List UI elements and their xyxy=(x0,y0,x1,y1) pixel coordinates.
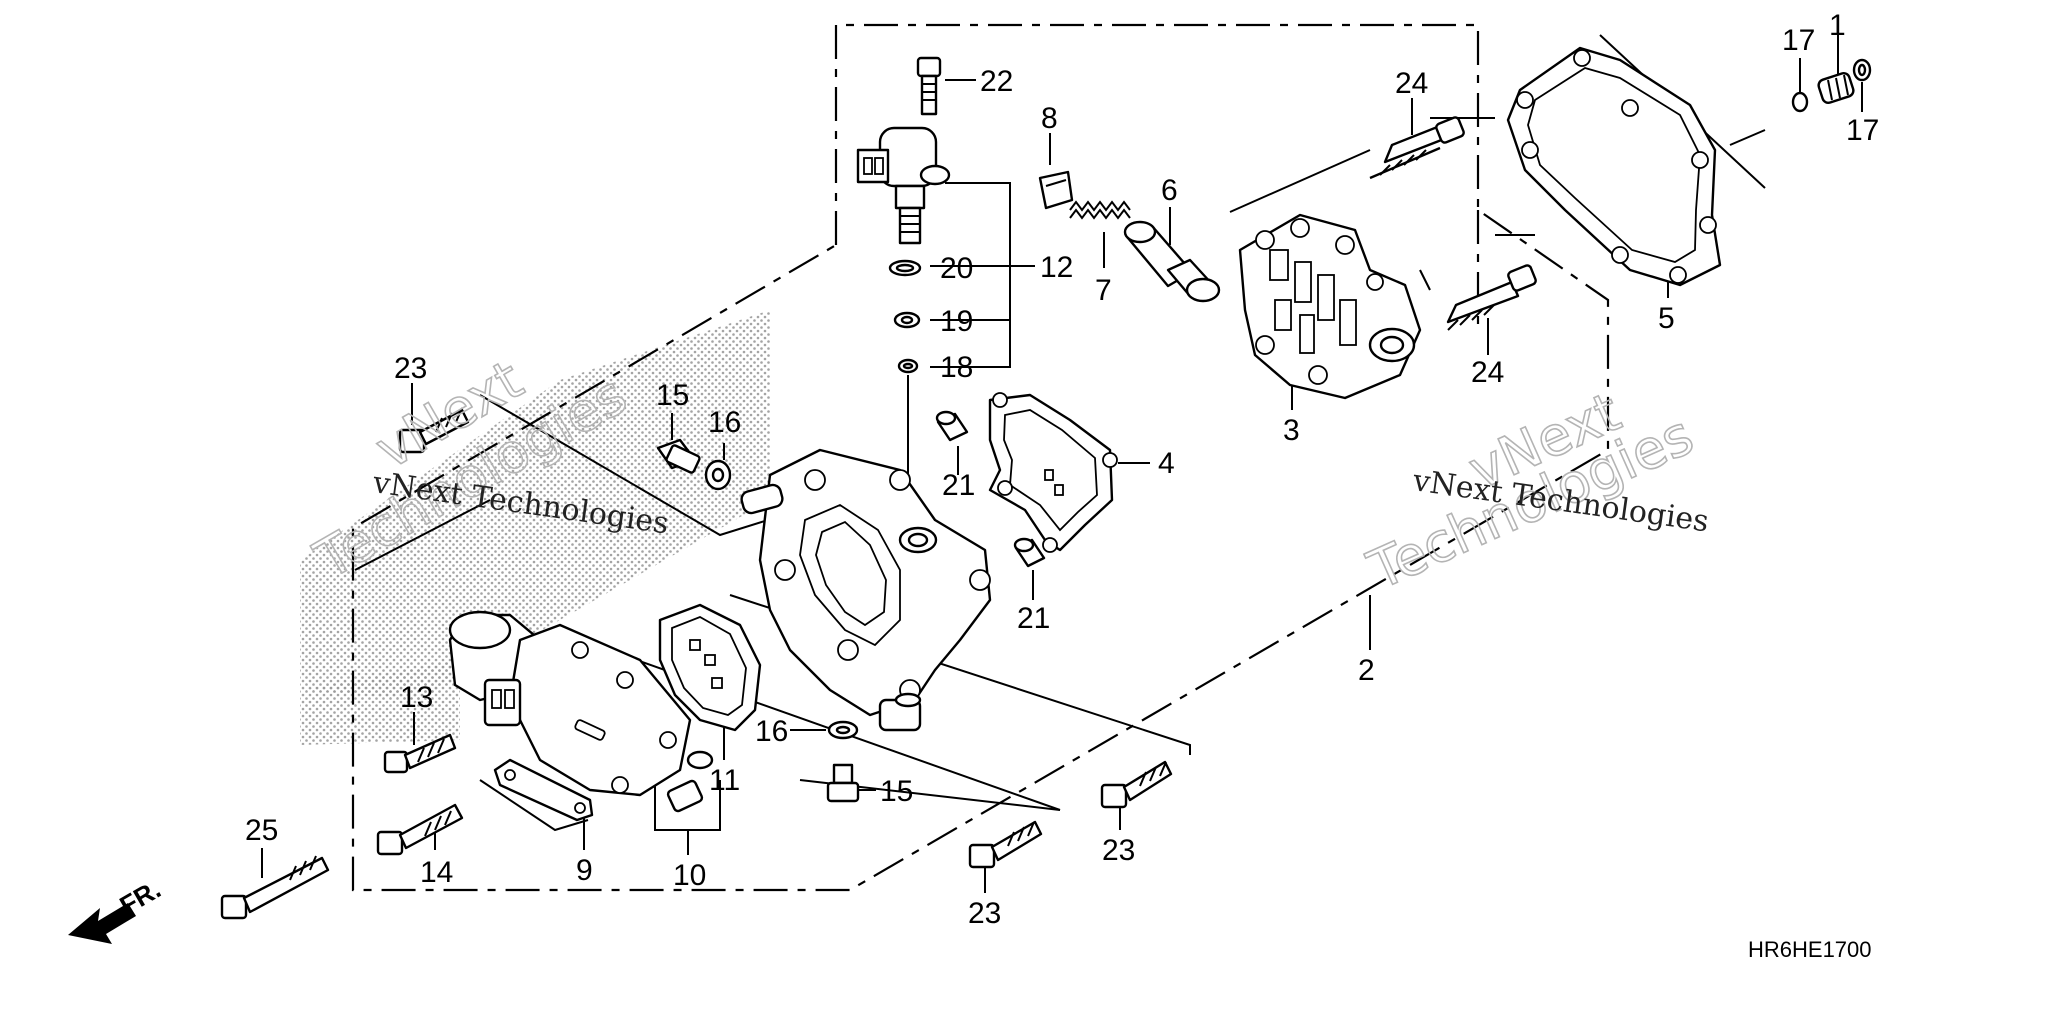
callout-15-upper: 15 xyxy=(656,379,689,412)
callout-24-upper: 24 xyxy=(1395,67,1428,100)
callouts: 1 2 3 4 5 6 7 8 9 10 11 12 13 14 15 15 1… xyxy=(245,9,1879,930)
assembly-boundary xyxy=(351,23,1610,892)
bolt-15-lower xyxy=(826,763,860,803)
callout-16-upper: 16 xyxy=(708,406,741,439)
bracket-9 xyxy=(493,758,594,822)
bolt-23-upper-left xyxy=(398,407,470,454)
gasket-11 xyxy=(658,603,762,732)
callout-14: 14 xyxy=(420,856,453,889)
callout-7: 7 xyxy=(1095,274,1112,307)
callout-17-upper: 17 xyxy=(1782,24,1815,57)
bolt-14 xyxy=(376,803,464,856)
callout-23-bottom: 23 xyxy=(968,897,1001,930)
callout-4: 4 xyxy=(1158,447,1175,480)
callout-21-lower: 21 xyxy=(1017,602,1050,635)
callout-8: 8 xyxy=(1041,102,1058,135)
washer-16-lower xyxy=(827,720,859,740)
spring-7 xyxy=(1069,200,1131,220)
callout-22: 22 xyxy=(980,65,1013,98)
cover-3 xyxy=(1238,213,1422,400)
bolt-13 xyxy=(383,733,457,774)
solenoid-assembly-10 xyxy=(448,610,714,813)
washer-17-right xyxy=(1852,58,1872,82)
callout-25: 25 xyxy=(245,814,278,847)
diagram-code: HR6HE1700 xyxy=(1748,937,1872,962)
callout-9: 9 xyxy=(576,854,593,887)
callout-23-right: 23 xyxy=(1102,834,1135,867)
watermark-right: vNext Technologies vNext Technologies xyxy=(1358,379,1711,603)
bolt-23-right xyxy=(1100,760,1173,809)
callout-16-lower: 16 xyxy=(755,715,788,748)
callout-13: 13 xyxy=(400,681,433,714)
plug-1 xyxy=(1817,72,1855,104)
callout-21-upper: 21 xyxy=(942,469,975,502)
callout-1: 1 xyxy=(1829,9,1846,42)
callout-23-upper-left: 23 xyxy=(394,352,427,385)
o-ring-19 xyxy=(893,311,921,329)
callout-18: 18 xyxy=(940,351,973,384)
callout-5: 5 xyxy=(1658,302,1675,335)
front-direction-arrow-icon xyxy=(68,903,136,944)
solenoid-12 xyxy=(856,126,951,245)
bolt-22 xyxy=(916,56,942,116)
callout-20: 20 xyxy=(940,252,973,285)
callout-3: 3 xyxy=(1283,414,1300,447)
bolt-24-lower xyxy=(1446,264,1537,331)
callout-24-lower: 24 xyxy=(1471,356,1504,389)
watermark-texture xyxy=(300,310,770,745)
callout-19: 19 xyxy=(940,305,973,338)
o-ring-18 xyxy=(897,358,919,374)
callout-12: 12 xyxy=(1040,251,1073,284)
callout-15-lower: 15 xyxy=(880,775,913,808)
bolt-24-upper xyxy=(1369,116,1465,180)
gasket-4 xyxy=(988,392,1118,553)
bolt-15-upper xyxy=(656,438,701,474)
dowel-21-upper xyxy=(935,410,969,442)
o-ring-20 xyxy=(888,259,922,277)
valve-6 xyxy=(1123,220,1221,303)
washer-17-left xyxy=(1791,91,1809,113)
bolt-25 xyxy=(220,855,330,920)
washer-16-upper xyxy=(704,459,732,491)
valve-body-main xyxy=(740,448,992,732)
callout-6: 6 xyxy=(1161,174,1178,207)
dowel-21-lower xyxy=(1013,537,1046,568)
callout-11: 11 xyxy=(709,764,740,797)
callout-2: 2 xyxy=(1358,654,1375,687)
clip-8 xyxy=(1038,170,1074,210)
callout-17-lower: 17 xyxy=(1846,114,1879,147)
gasket-5 xyxy=(1506,46,1722,287)
callout-10: 10 xyxy=(673,859,706,892)
bolt-23-bottom xyxy=(968,820,1043,869)
